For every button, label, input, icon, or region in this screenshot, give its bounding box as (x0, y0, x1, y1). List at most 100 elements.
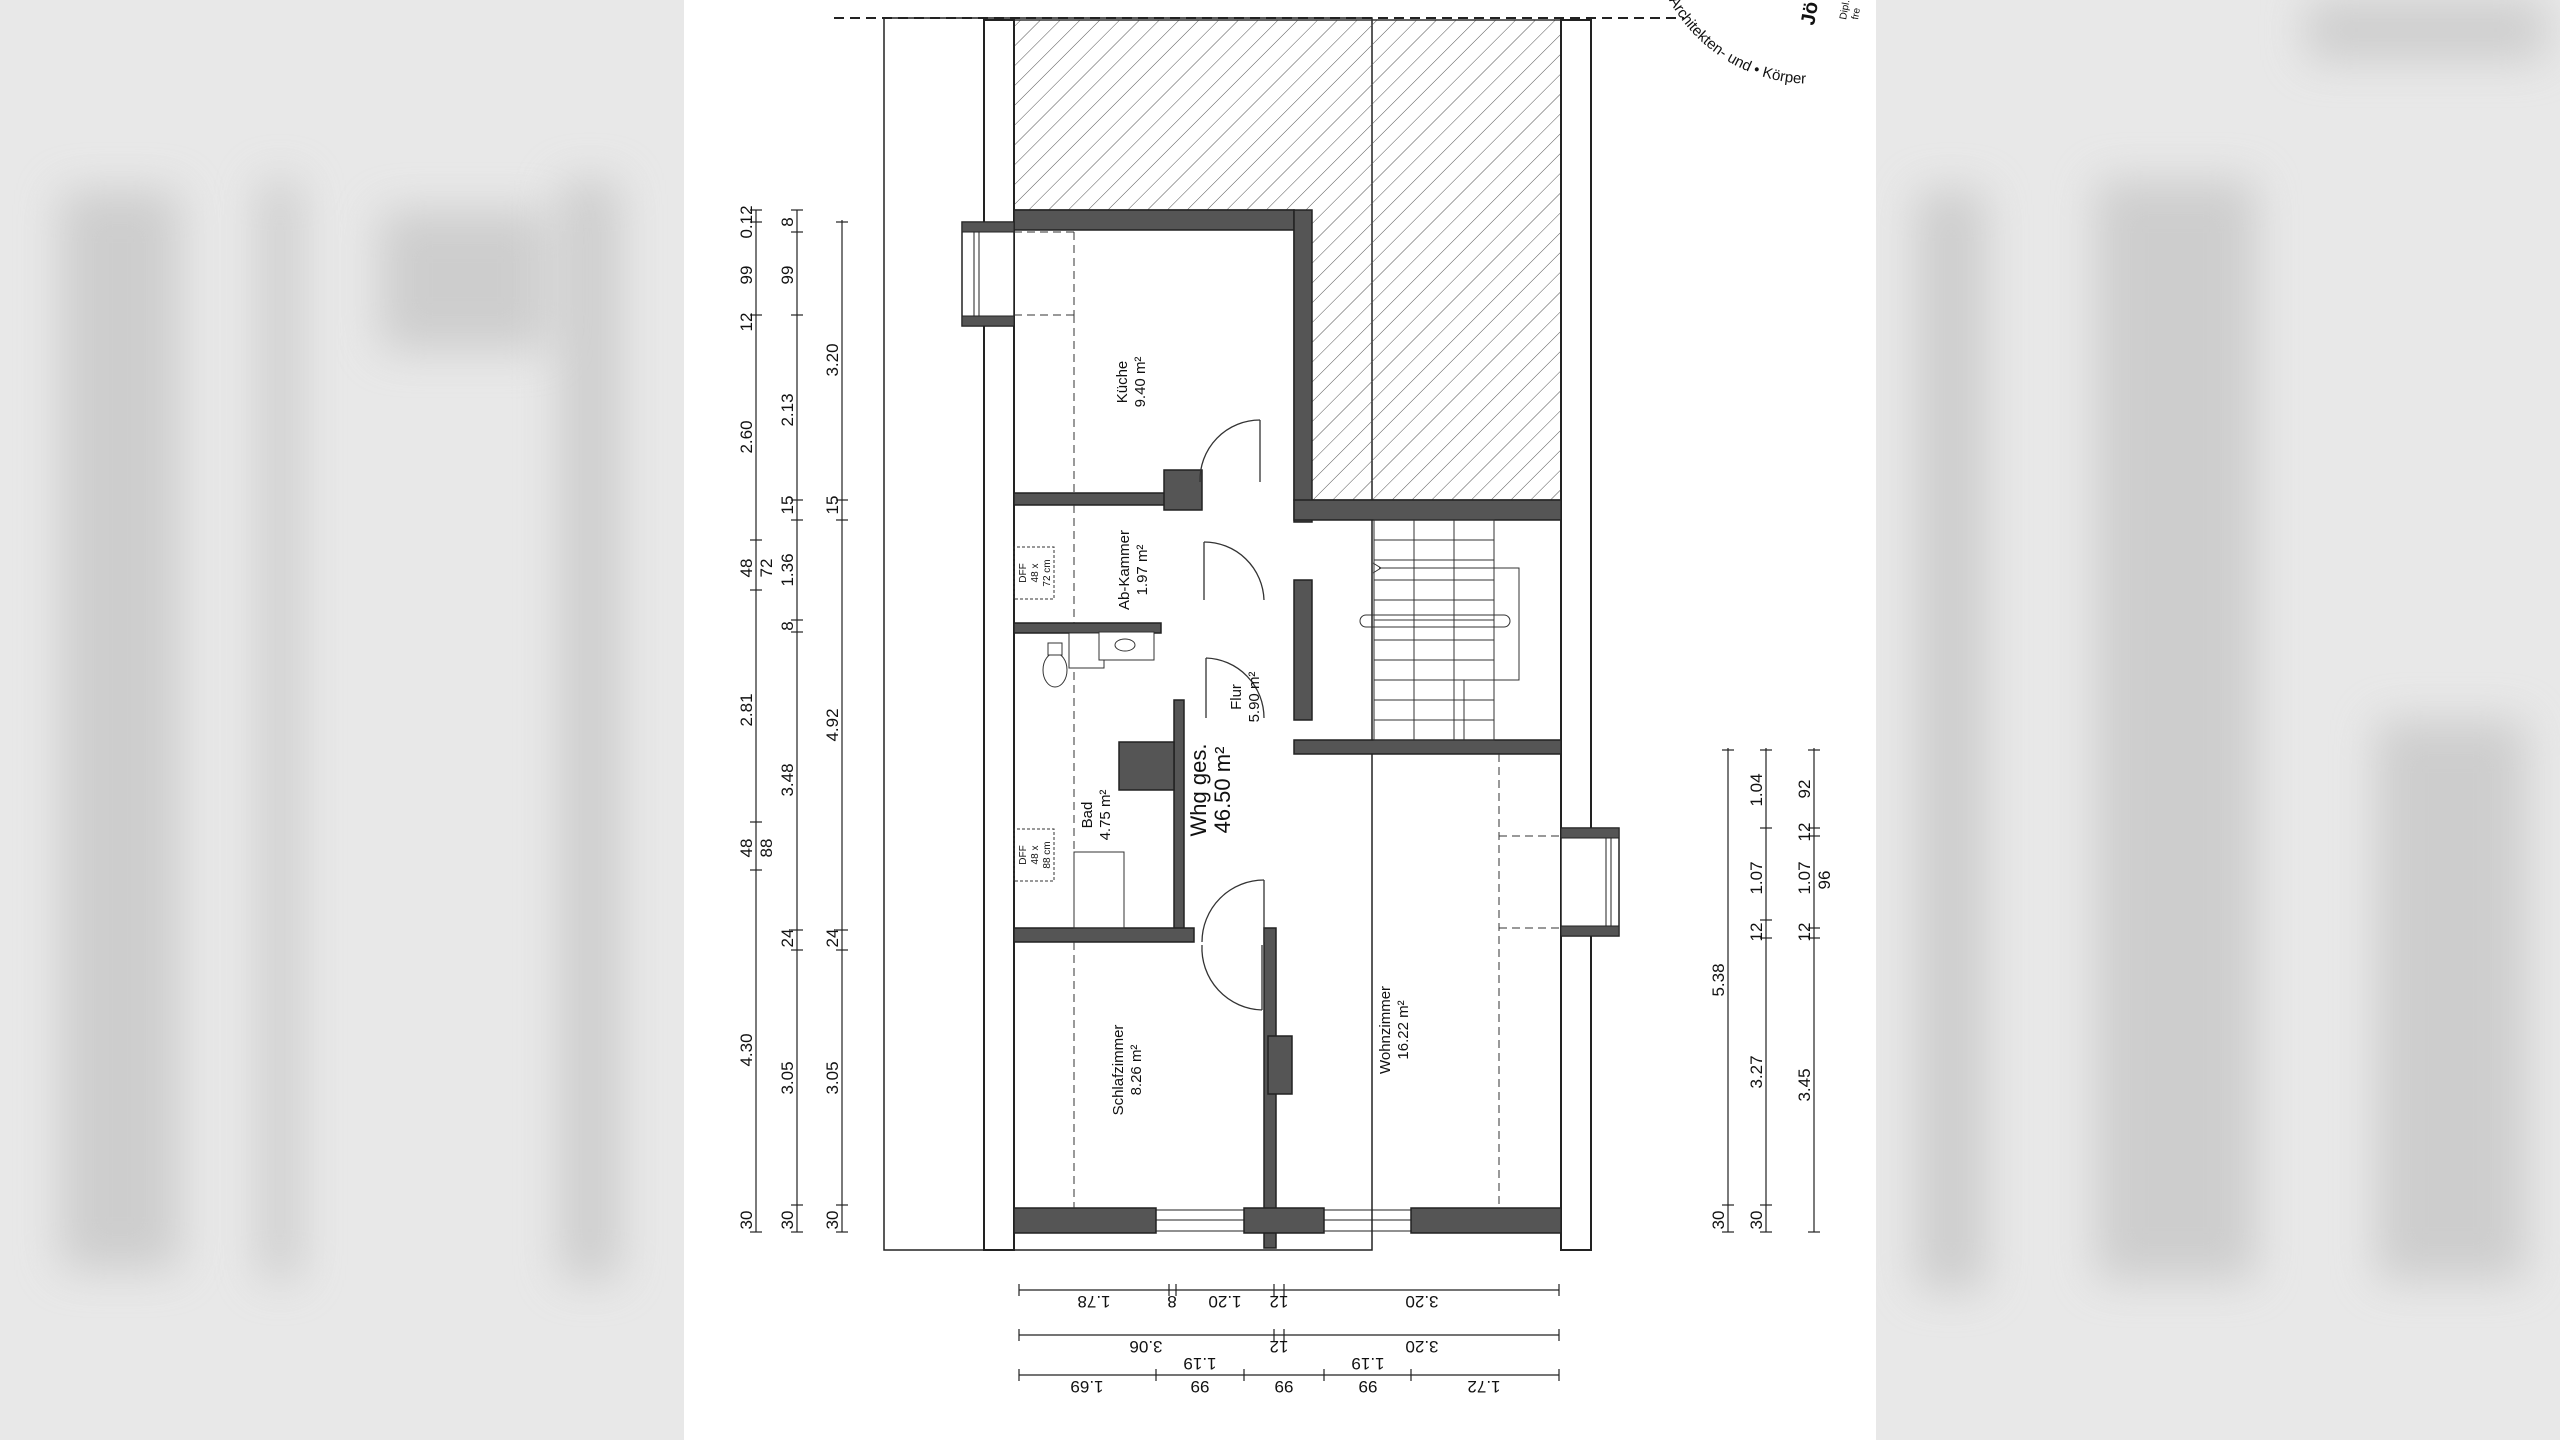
total-area: Whg ges. 46.50 m² (1186, 744, 1235, 837)
dim-bottom-1: 1.78 8 1.20 12 3.20 (1077, 1292, 1438, 1311)
svg-text:Wohnzimmer: Wohnzimmer (1377, 986, 1394, 1074)
dim-right-1: 5.38 30 (1709, 963, 1728, 1229)
wall-right-outer (1560, 19, 1592, 1251)
svg-text:3.27: 3.27 (1747, 1055, 1766, 1088)
svg-text:99: 99 (778, 266, 797, 285)
svg-text:12: 12 (737, 313, 756, 332)
bottom-windows (1155, 1209, 1412, 1232)
svg-text:1.19: 1.19 (1183, 1354, 1216, 1373)
floor-plan-sheet: Küche 9.40 m² Ab-Kammer 1.97 m² Flur 5.9… (684, 0, 1876, 1440)
svg-text:8: 8 (778, 217, 797, 226)
svg-text:96: 96 (1815, 871, 1834, 890)
dim-left-2: 8 99 2.13 15 8 1.36 30 (778, 217, 797, 1229)
svg-text:99: 99 (1191, 1377, 1210, 1396)
dim-left-3: 3.20 15 4.92 24 3.05 30 (823, 343, 842, 1229)
svg-text:12: 12 (1270, 1292, 1289, 1311)
svg-text:0.12: 0.12 (737, 205, 756, 238)
svg-text:30: 30 (1709, 1211, 1728, 1230)
svg-text:15: 15 (823, 496, 842, 515)
svg-text:12: 12 (1795, 923, 1814, 942)
svg-text:48: 48 (737, 559, 756, 578)
wall-left-outer (983, 19, 1015, 1251)
svg-text:48 x: 48 x (1030, 564, 1041, 583)
dimension-ticks (750, 209, 1820, 1381)
dormer-right (1560, 827, 1620, 937)
svg-text:1.69: 1.69 (1070, 1377, 1103, 1396)
svg-text:30: 30 (1747, 1211, 1766, 1230)
svg-text:8.26 m²: 8.26 m² (1128, 1045, 1145, 1096)
svg-text:3.45: 3.45 (1795, 1068, 1814, 1101)
room-bad: Bad 4.75 m² (1079, 790, 1114, 841)
dormer-left (961, 221, 1015, 327)
architect-stamp: Jö Dipl. fre Architekten- und • Körper (1665, 0, 1863, 88)
svg-text:fre: fre (1850, 7, 1863, 21)
svg-text:3.06: 3.06 (1129, 1337, 1162, 1356)
svg-text:1.07: 1.07 (1795, 861, 1814, 894)
svg-text:46.50 m²: 46.50 m² (1210, 747, 1235, 834)
svg-text:15: 15 (778, 496, 797, 515)
svg-text:1.72: 1.72 (1467, 1377, 1500, 1396)
door-swings (1199, 419, 1265, 1011)
svg-text:1.19: 1.19 (1351, 1354, 1384, 1373)
svg-text:12: 12 (1747, 923, 1766, 942)
svg-text:72 cm: 72 cm (1042, 559, 1053, 586)
room-abkammer: Ab-Kammer 1.97 m² (1116, 530, 1151, 610)
walls (1013, 209, 1562, 1249)
svg-text:2.60: 2.60 (737, 420, 756, 453)
svg-text:3.48: 3.48 (778, 763, 797, 796)
svg-text:Architekten- und • Körper: Architekten- und • Körper (1665, 0, 1806, 88)
svg-text:30: 30 (823, 1211, 842, 1230)
dim-right-2: 1.04 1.07 12 3.27 30 (1747, 773, 1766, 1229)
svg-text:1.20: 1.20 (1208, 1292, 1241, 1311)
svg-text:3.05: 3.05 (778, 1061, 797, 1094)
dimension-lines (755, 210, 1815, 1376)
svg-text:Schlafzimmer: Schlafzimmer (1110, 1025, 1127, 1116)
svg-text:48: 48 (737, 839, 756, 858)
svg-text:24: 24 (823, 929, 842, 948)
room-flur: Flur 5.90 m² (1228, 672, 1263, 723)
svg-text:2.13: 2.13 (778, 393, 797, 426)
dim-bottom-2: 3.06 1.19 12 1.19 3.20 (1129, 1337, 1438, 1373)
svg-text:1.97 m²: 1.97 m² (1134, 545, 1151, 596)
svg-text:30: 30 (778, 1211, 797, 1230)
blurred-background-right (1876, 0, 2560, 1440)
svg-text:99: 99 (1359, 1377, 1378, 1396)
svg-text:1.36: 1.36 (778, 553, 797, 586)
svg-text:12: 12 (1270, 1337, 1289, 1356)
knee-wall-lines (1014, 231, 1561, 1208)
svg-text:48 x: 48 x (1030, 846, 1041, 865)
svg-text:99: 99 (1275, 1377, 1294, 1396)
svg-text:4.92: 4.92 (823, 708, 842, 741)
svg-text:2.81: 2.81 (737, 693, 756, 726)
dim-bottom-3: 1.69 99 99 99 1.72 (1070, 1377, 1500, 1396)
svg-text:Whg ges.: Whg ges. (1186, 744, 1211, 837)
svg-text:88 cm: 88 cm (1042, 841, 1053, 868)
svg-text:Dipl.: Dipl. (1838, 0, 1852, 21)
svg-text:DFF: DFF (1018, 845, 1029, 864)
svg-text:1.04: 1.04 (1747, 773, 1766, 806)
hatched-void (1013, 19, 1562, 501)
staircase (1359, 519, 1520, 741)
svg-text:1.07: 1.07 (1747, 861, 1766, 894)
svg-text:Ab-Kammer: Ab-Kammer (1116, 530, 1133, 610)
svg-text:Küche: Küche (1114, 361, 1131, 404)
svg-text:8: 8 (778, 621, 797, 630)
room-schlafzimmer: Schlafzimmer 8.26 m² (1110, 1025, 1145, 1116)
svg-text:4.75 m²: 4.75 m² (1097, 790, 1114, 841)
svg-text:12: 12 (1795, 823, 1814, 842)
svg-text:3.20: 3.20 (1405, 1292, 1438, 1311)
svg-text:92: 92 (1795, 780, 1814, 799)
svg-text:3.05: 3.05 (823, 1061, 842, 1094)
svg-text:8: 8 (1167, 1292, 1176, 1311)
dff-window-1: DFF 48 x 72 cm (1013, 546, 1055, 600)
svg-text:99: 99 (737, 266, 756, 285)
room-wohnzimmer: Wohnzimmer 16.22 m² (1377, 986, 1412, 1074)
dim-right-3: 92 12 1.07 96 12 3.45 (1795, 780, 1834, 1102)
svg-text:30: 30 (737, 1211, 756, 1230)
svg-text:88: 88 (757, 839, 776, 858)
svg-text:5.38: 5.38 (1709, 963, 1728, 996)
svg-text:4.30: 4.30 (737, 1033, 756, 1066)
dim-left-1: 0.12 99 12 2.60 48 72 1.36 2.81 48 88 3.… (737, 205, 797, 1229)
svg-text:Bad: Bad (1079, 802, 1096, 829)
svg-text:Jö: Jö (1797, 0, 1823, 27)
